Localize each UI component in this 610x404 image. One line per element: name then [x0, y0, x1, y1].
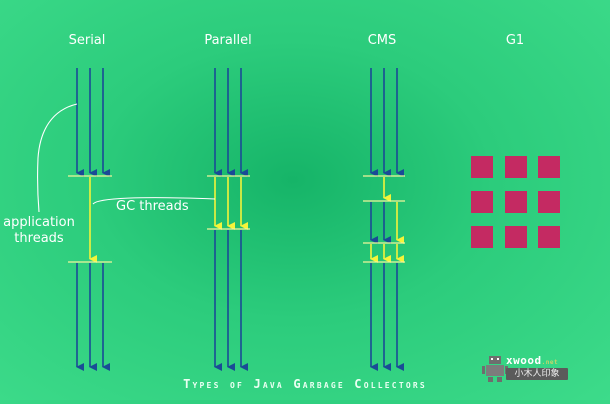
serial-column — [68, 68, 112, 371]
gc-thread-arrows — [214, 177, 248, 230]
gc-thread-arrows — [370, 244, 404, 263]
cms-column — [363, 68, 405, 371]
g1-region — [505, 226, 527, 248]
watermark-subtitle: 小木人印象 — [506, 368, 568, 380]
g1-region — [538, 156, 560, 178]
watermark-suffix: .net — [541, 359, 559, 366]
g1-region — [471, 156, 493, 178]
application-thread-arrows — [76, 263, 110, 371]
collector-title-cms: CMS — [367, 33, 397, 48]
g1-region — [505, 156, 527, 178]
g1-region — [505, 191, 527, 213]
application-thread-arrows — [370, 263, 404, 371]
g1-region — [471, 191, 493, 213]
watermark-main: xwood — [506, 354, 542, 367]
application-threads-leader — [37, 103, 78, 213]
g1-region — [538, 226, 560, 248]
parallel-column — [207, 68, 250, 371]
application-thread-arrows — [214, 68, 248, 177]
collector-title-parallel: Parallel — [204, 33, 252, 48]
application-thread-arrows — [214, 230, 248, 371]
application-threads-line2: threads — [14, 231, 64, 246]
collector-title-g1: G1 — [505, 33, 525, 48]
g1-region — [471, 226, 493, 248]
gc-threads-label: GC threads — [116, 199, 189, 214]
watermark: xwood.net 小木人印象 — [480, 352, 580, 386]
g1-region — [538, 191, 560, 213]
application-threads-label: application threads — [2, 215, 76, 247]
mixed-thread-arrows — [370, 202, 404, 244]
gc-threads-leader — [92, 197, 216, 205]
application-thread-arrows — [370, 68, 404, 177]
application-threads-line1: application — [3, 215, 75, 230]
diagram-caption: Types of Java Garbage Collectors — [183, 377, 427, 391]
application-thread-arrows — [76, 68, 110, 177]
g1-regions — [471, 156, 560, 248]
watermark-text: xwood.net — [506, 354, 558, 367]
collector-title-serial: Serial — [68, 33, 106, 48]
